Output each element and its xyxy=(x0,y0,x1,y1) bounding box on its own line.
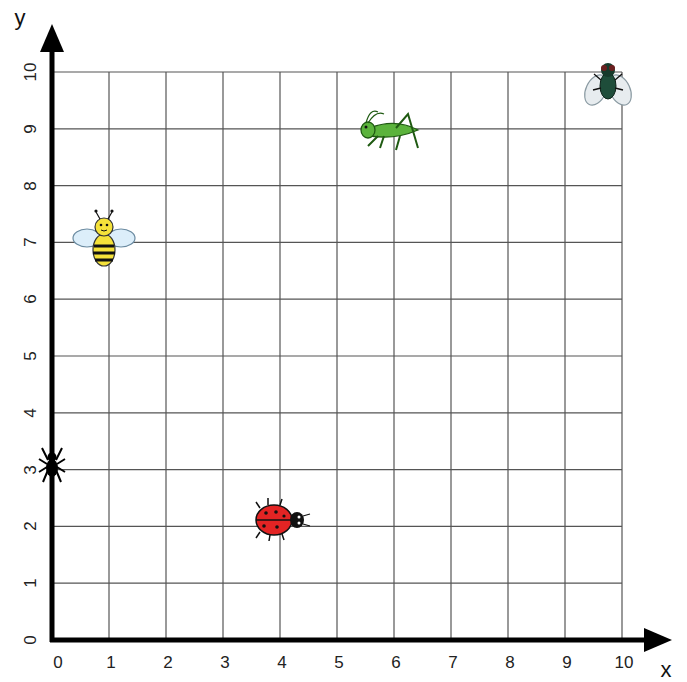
tick-label: 6 xyxy=(391,654,400,671)
tick-label: 10 xyxy=(22,63,39,82)
grid-lines xyxy=(52,72,622,640)
axis-letter: y xyxy=(15,7,26,29)
tick-label: 5 xyxy=(334,654,343,671)
tick-label: 3 xyxy=(220,654,229,671)
ladybug-picture xyxy=(256,498,310,541)
tick-label: 6 xyxy=(22,294,39,303)
fly-picture xyxy=(580,63,636,109)
bee-picture xyxy=(73,209,135,266)
tick-label: 4 xyxy=(277,654,286,671)
axes xyxy=(40,24,672,652)
tick-label: 4 xyxy=(22,408,39,417)
tick-label: 1 xyxy=(106,654,115,671)
axis-letter: x xyxy=(661,659,672,681)
tick-label: 0 xyxy=(22,635,39,644)
tick-label: 7 xyxy=(448,654,457,671)
tick-label: 7 xyxy=(22,238,39,247)
spider-picture xyxy=(39,448,65,482)
tick-label: 8 xyxy=(22,181,39,190)
tick-label: 9 xyxy=(562,654,571,671)
tick-label: 2 xyxy=(163,654,172,671)
tick-label: 5 xyxy=(22,351,39,360)
tick-label: 1 xyxy=(22,578,39,587)
tick-label: 3 xyxy=(22,465,39,474)
tick-label: 0 xyxy=(53,654,62,671)
tick-label: 2 xyxy=(22,522,39,531)
tick-label: 9 xyxy=(22,124,39,133)
grasshopper-picture xyxy=(361,111,418,150)
tick-label: 10 xyxy=(615,654,634,671)
tick-label: 8 xyxy=(505,654,514,671)
